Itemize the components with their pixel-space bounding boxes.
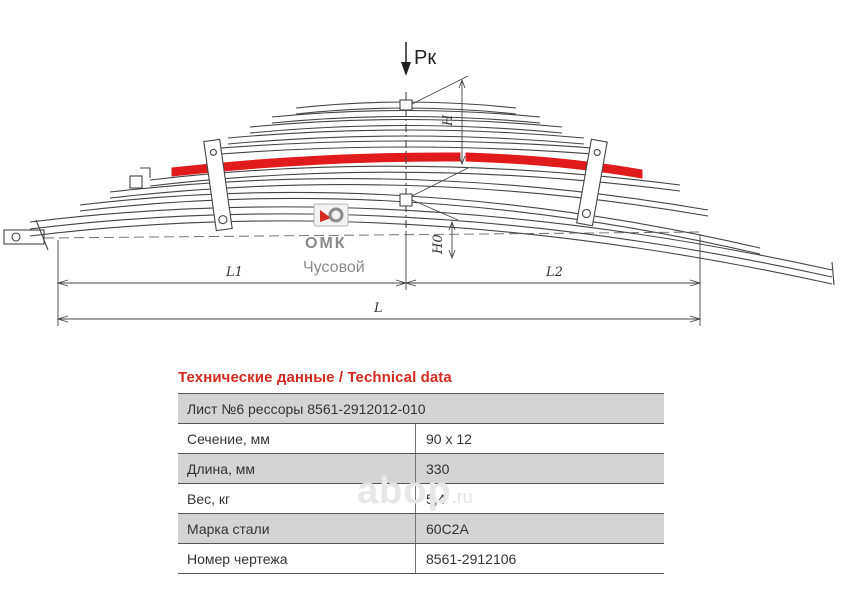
dim-l1-label: L1	[225, 265, 243, 280]
table-row: Сечение, мм 90 x 12	[178, 423, 664, 454]
bolt-head-top	[399, 99, 413, 111]
row-value: 60С2А	[415, 513, 664, 544]
dim-l2-label: L2	[545, 265, 563, 280]
row-label: Длина, мм	[178, 453, 416, 484]
eye-hole	[11, 232, 21, 242]
center-bolt	[399, 92, 413, 232]
clip-small	[129, 175, 143, 189]
clip-rivet	[140, 167, 151, 178]
eye-baseline	[43, 231, 701, 239]
omk-logo-triangle	[320, 210, 331, 222]
dim-height-label: H	[441, 114, 456, 127]
omk-logo-brand: ОМК	[305, 235, 347, 252]
table-row: Марка стали 60С2А	[178, 513, 664, 544]
bolt-nut-bottom	[399, 193, 413, 207]
table-row: Вес, кг 5,4	[178, 483, 664, 514]
main-leaf-end	[831, 261, 835, 286]
row-label: Номер чертежа	[178, 543, 416, 574]
row-value: 8561-2912106	[415, 543, 664, 574]
load-label: Pк	[414, 47, 436, 69]
load-arrow: Pк	[401, 42, 436, 76]
dim-height-free-label: H0	[431, 234, 446, 255]
table-row: Номер чертежа 8561-2912106	[178, 543, 664, 574]
leaf-spring-drawing: Pк H H0 L1 L2 L ОМК Чусовой	[3, 42, 835, 326]
leaf-9	[79, 191, 761, 255]
spring-leaves	[29, 101, 835, 286]
spec-table-header-row: Лист №6 рессоры 8561-2912012-010	[178, 393, 664, 424]
row-label: Сечение, мм	[178, 423, 416, 454]
table-title: Технические данные / Technical data	[178, 369, 452, 386]
clamp-right	[576, 138, 608, 227]
omk-logo: ОМК Чусовой	[303, 203, 365, 276]
row-value: 90 x 12	[415, 423, 664, 454]
row-value: 330	[415, 453, 664, 484]
row-value: 5,4	[415, 483, 664, 514]
eye-flange	[35, 219, 49, 251]
spring-eye	[3, 219, 49, 251]
dim-lengths	[56, 232, 702, 326]
leaf-8	[109, 178, 709, 217]
omk-logo-city: Чусовой	[303, 259, 365, 276]
dim-height-free	[411, 199, 459, 260]
omk-logo-ring	[328, 207, 344, 223]
dim-height	[411, 75, 469, 197]
table-row: Длина, мм 330	[178, 453, 664, 484]
watermark: abop.ru	[357, 470, 473, 513]
leaf-main	[29, 206, 833, 285]
spec-table-header: Лист №6 рессоры 8561-2912012-010	[178, 393, 664, 424]
spec-table: Лист №6 рессоры 8561-2912012-010 Сечение…	[178, 393, 664, 574]
highlighted-leaf	[171, 152, 643, 179]
dim-total-label: L	[373, 301, 383, 316]
row-label: Марка стали	[178, 513, 416, 544]
clamps	[129, 138, 608, 232]
row-label: Вес, кг	[178, 483, 416, 514]
watermark-text: abop	[357, 470, 452, 512]
watermark-suffix: .ru	[451, 487, 473, 507]
clamp-left	[203, 138, 233, 232]
highlighted-leaf-left	[171, 152, 461, 177]
eye-bushing	[3, 229, 45, 245]
highlighted-leaf-right	[465, 152, 643, 179]
